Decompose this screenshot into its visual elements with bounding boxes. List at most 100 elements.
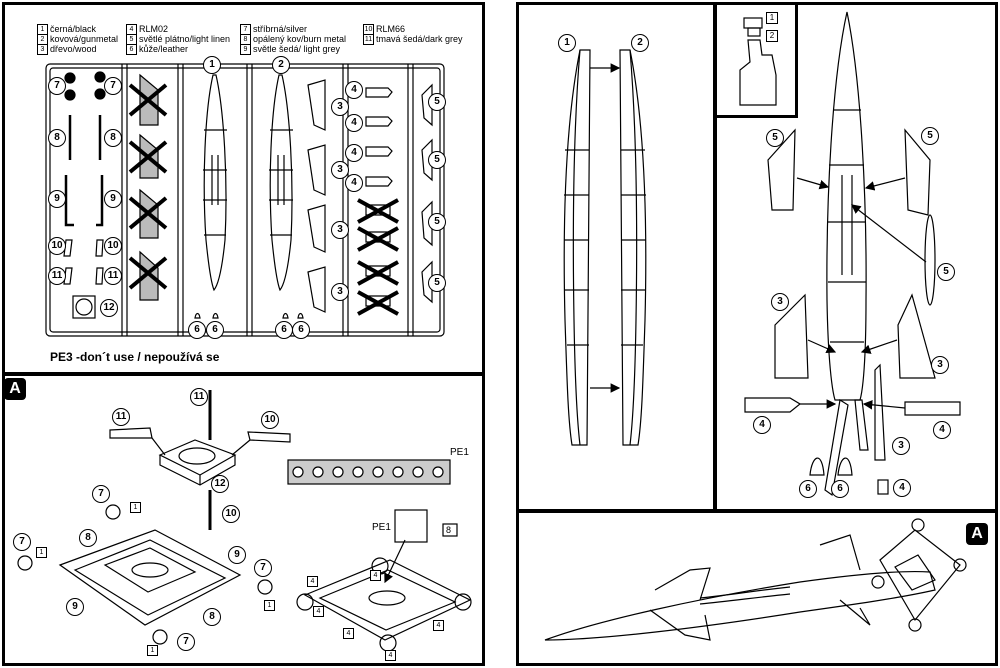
color-code-box: 4	[433, 620, 444, 631]
fuselage-half-2	[619, 49, 647, 446]
part-callout: 1	[203, 56, 221, 74]
part-callout: 6	[831, 480, 849, 498]
fuselage-half-1	[563, 49, 591, 446]
part-callout: 6	[292, 321, 310, 339]
part-callout: 3	[331, 98, 349, 116]
part-callout: 8	[104, 129, 122, 147]
color-code-box: 1	[130, 502, 141, 513]
part-callout: 12	[211, 475, 229, 493]
part-callout: 10	[261, 411, 279, 429]
base-frame-left	[58, 529, 242, 626]
part-callout: 9	[228, 546, 246, 564]
part-callout: 7	[177, 633, 195, 651]
part-callout: 4	[893, 479, 911, 497]
part-callout: 4	[753, 416, 771, 434]
section-a-badge-final: A	[966, 523, 988, 545]
wheel-part	[64, 72, 76, 84]
part-callout: 5	[766, 129, 784, 147]
final-missile	[544, 570, 936, 641]
part-callout: 6	[188, 321, 206, 339]
inset-callout-box: 2	[766, 30, 778, 42]
panel-final-view	[516, 510, 998, 666]
pe1-box-label: 8	[446, 525, 452, 535]
part-callout: 4	[345, 114, 363, 132]
part-callout: 3	[931, 356, 949, 374]
panel-inset-detail	[714, 2, 798, 118]
part-callout: 11	[112, 408, 130, 426]
part-callout: 7	[13, 533, 31, 551]
part-callout: 9	[48, 190, 66, 208]
sprue-frame	[45, 63, 445, 337]
part-12	[72, 295, 96, 319]
part-callout: 3	[331, 283, 349, 301]
part-callout: 5	[428, 151, 446, 169]
wheel-part	[94, 88, 106, 100]
part-callout: 12	[100, 299, 118, 317]
part-callout: 4	[345, 144, 363, 162]
color-code-box: 4	[385, 650, 396, 661]
part-callout: 6	[275, 321, 293, 339]
sprue-fuselage-1	[203, 74, 227, 292]
part-callout: 10	[48, 237, 66, 255]
part-callout: 6	[206, 321, 224, 339]
part-callout: 8	[79, 529, 97, 547]
part-callout: 6	[799, 480, 817, 498]
wheel-part	[64, 89, 76, 101]
part-callout: 7	[92, 485, 110, 503]
pe3-note: PE3 -don´t use / nepoužívá se	[50, 350, 220, 364]
part-callout: 5	[428, 274, 446, 292]
color-code-box: 4	[313, 606, 324, 617]
part-callout: 10	[104, 237, 122, 255]
part-callout: 2	[272, 56, 290, 74]
part-callout: 4	[933, 421, 951, 439]
base-frame-right	[303, 559, 472, 641]
pe1-strip	[287, 459, 451, 485]
part-callout: 5	[428, 93, 446, 111]
part-callout: 11	[48, 267, 66, 285]
pe1-small-label: PE1	[372, 522, 391, 533]
pe1-box-8	[442, 523, 458, 537]
assembled-fuselage	[826, 11, 867, 401]
part-callout: 11	[190, 388, 208, 406]
inset-part	[739, 39, 777, 106]
part-callout: 8	[48, 129, 66, 147]
part-callout: 1	[558, 34, 576, 52]
color-code-box: 4	[370, 570, 381, 581]
part-callout: 3	[771, 293, 789, 311]
part-callout: 3	[331, 221, 349, 239]
pe1-label: PE1	[450, 447, 469, 458]
part-callout: 7	[104, 77, 122, 95]
color-code-box: 1	[264, 600, 275, 611]
part-callout: 3	[892, 437, 910, 455]
part-callout: 3	[331, 161, 349, 179]
mount-upper	[158, 439, 237, 476]
part-callout: 9	[104, 190, 122, 208]
part-callout: 11	[104, 267, 122, 285]
part-callout: 8	[203, 608, 221, 626]
part-callout: 2	[631, 34, 649, 52]
panel-stand-assembly	[2, 373, 485, 666]
part-callout: 5	[428, 213, 446, 231]
color-code-box: 1	[147, 645, 158, 656]
part-callout: 7	[48, 77, 66, 95]
section-a-badge: A	[4, 378, 26, 400]
part-callout: 4	[345, 174, 363, 192]
color-code-box: 4	[307, 576, 318, 587]
part-4-group	[365, 87, 393, 307]
color-code-box: 1	[36, 547, 47, 558]
part-callout: 7	[254, 559, 272, 577]
part-callout: 5	[921, 127, 939, 145]
color-code-box: 4	[343, 628, 354, 639]
part-callout: 5	[937, 263, 955, 281]
part-callout: 10	[222, 505, 240, 523]
sprue-fuselage-2	[269, 74, 293, 292]
wheel-part	[94, 71, 106, 83]
part-callout: 9	[66, 598, 84, 616]
part-callout: 4	[345, 81, 363, 99]
inset-callout-box: 1	[766, 12, 778, 24]
